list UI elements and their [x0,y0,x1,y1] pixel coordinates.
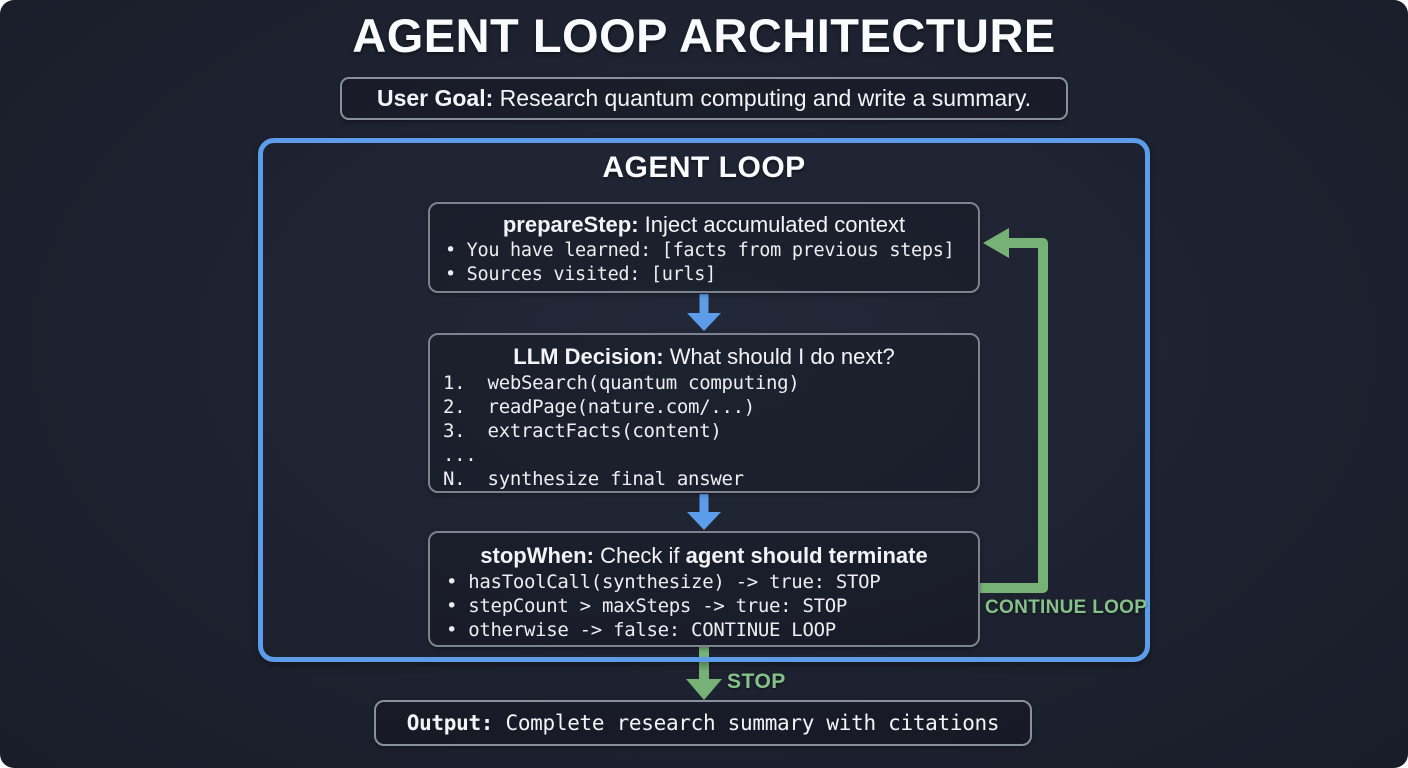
agent-loop-title: AGENT LOOP [602,151,806,184]
llm-option: 2. readPage(nature.com/...) [443,396,755,418]
continue-loop-label: CONTINUE LOOP [985,597,1148,618]
stop-when-box: stopWhen: Check if agent should terminat… [428,531,980,647]
stop-arrow-head [686,679,722,700]
prepare-step-label: prepareStep: [502,212,639,237]
output-text: Complete research summary with citations [493,711,1000,735]
stop-when-condition: • stepCount > maxSteps -> true: STOP [446,595,848,617]
llm-decision-title: LLM Decision: What should I do next? [430,343,978,371]
llm-option: 3. extractFacts(content) [443,420,722,442]
stop-when-condition: • otherwise -> false: CONTINUE LOOP [446,619,836,641]
llm-decision-label: LLM Decision: [513,344,664,369]
prepare-step-title: prepareStep: Inject accumulated context [430,211,978,239]
user-goal-label: User Goal: [376,85,494,111]
output-label: Output: [406,711,494,735]
user-goal-text: Research quantum computing and write a s… [493,85,1032,111]
llm-option: N. synthesize final answer [443,468,744,490]
agent-loop-container [258,138,1150,662]
stop-when-label: stopWhen: [480,543,594,568]
llm-option-ellipsis: ... [443,444,477,466]
llm-decision-box: LLM Decision: What should I do next? 1. … [428,333,980,493]
prepare-step-bullet: • Sources visited: [urls] [445,264,716,285]
stop-when-condition: • hasToolCall(synthesize) -> true: STOP [446,571,881,593]
stop-when-title: stopWhen: Check if agent should terminat… [430,542,978,570]
llm-decision-title-text: What should I do next? [663,344,895,369]
prepare-step-title-text: Inject accumulated context [638,212,906,237]
stop-label: STOP [727,670,786,693]
llm-option: 1. webSearch(quantum computing) [443,372,800,394]
stop-when-title-text: Check if [593,543,686,568]
page-title: AGENT LOOP ARCHITECTURE [352,9,1056,62]
stop-when-title-emphasis: agent should terminate [685,543,928,568]
prepare-step-box: prepareStep: Inject accumulated context … [428,202,980,293]
output-box: Output: Complete research summary with c… [374,700,1032,746]
user-goal-box: User Goal: Research quantum computing an… [340,77,1068,120]
prepare-step-bullet: • You have learned: [facts from previous… [445,240,955,261]
